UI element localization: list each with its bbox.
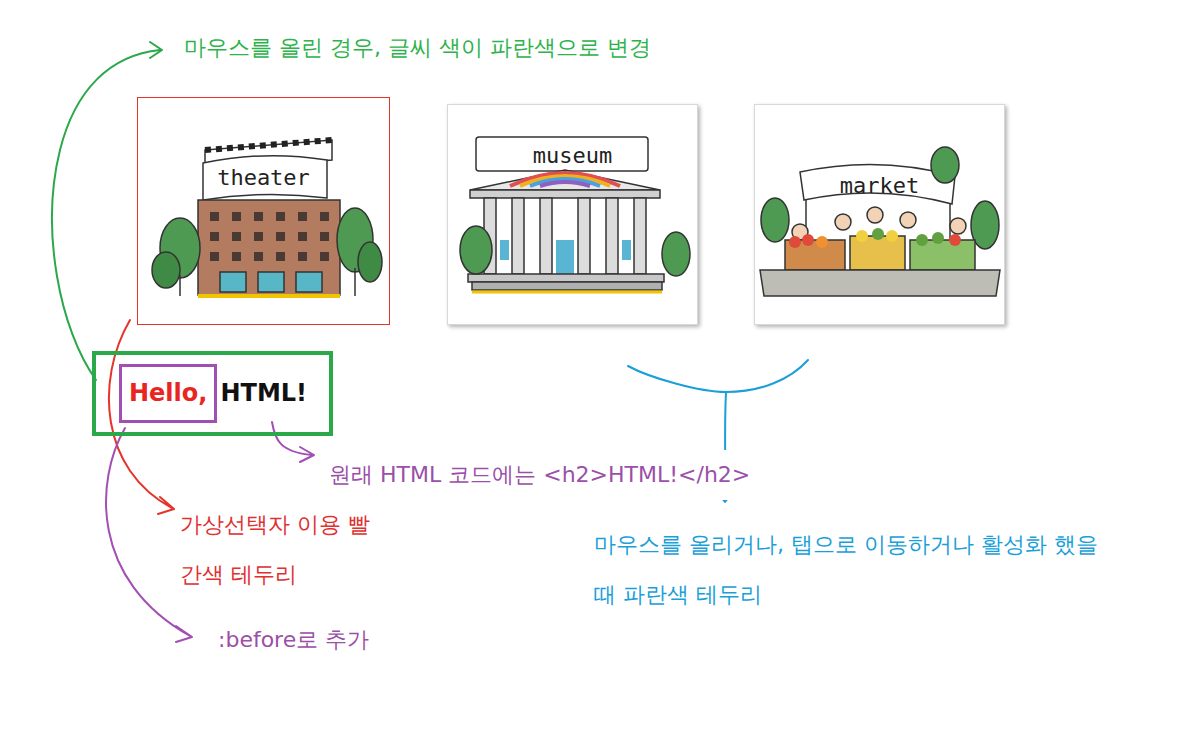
theater-picture (152, 140, 382, 296)
sign-text: museum (448, 143, 697, 169)
heading-text: Hello, (129, 377, 207, 410)
heading-box: Hello, HTML! (92, 351, 333, 436)
sign-text: market (755, 173, 1004, 199)
market-picture (760, 147, 1000, 296)
sign-text: theater (138, 165, 389, 191)
image-frame: museum (447, 104, 698, 325)
note-text: 원래 HTML 코드에는 <h2>HTML!</h2> (325, 450, 754, 500)
note-text: 마우스를 올리거나, 탭으로 이동하거나 활성화 했을 때 파란색 테두리 (594, 520, 1106, 620)
heading-text: HTML! (220, 377, 307, 410)
image-frame: theater (137, 97, 390, 325)
note-text: :before로 추가 (218, 615, 478, 665)
purple-leader (106, 428, 192, 642)
purple-leader (272, 422, 314, 462)
green-leader (52, 42, 162, 380)
image-frame: market (754, 104, 1005, 325)
note-text: 가상선택자 이용 빨간색 테두리 (180, 500, 385, 600)
note-text: 마우스를 올린 경우, 글씨 색이 파란색으로 변경 (184, 23, 824, 73)
before-box: Hello, (119, 364, 217, 423)
